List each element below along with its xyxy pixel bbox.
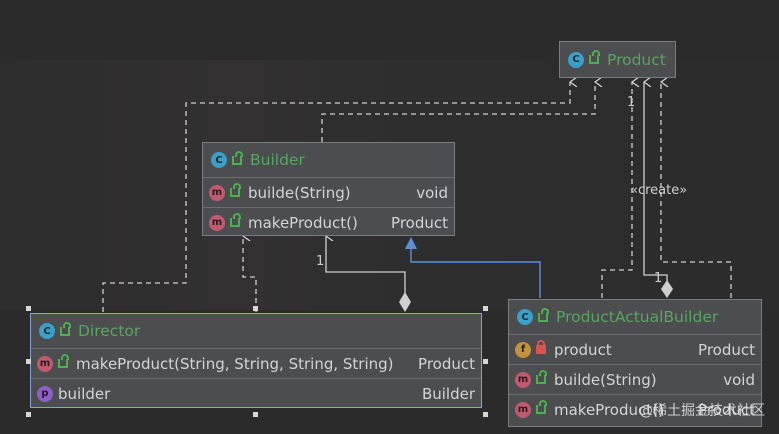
- method-row[interactable]: m makeProduct() Product: [509, 394, 761, 424]
- watermark: @稀土掘金技术社区: [639, 403, 765, 419]
- private-lock-icon: [536, 340, 546, 354]
- public-lock-icon: [60, 321, 71, 336]
- selection-handle[interactable]: [253, 412, 258, 417]
- method-icon: m: [209, 184, 225, 201]
- public-lock-icon: [536, 370, 547, 384]
- field-name: product: [554, 340, 612, 359]
- public-lock-icon: [230, 213, 241, 227]
- builder-product-dependency: [321, 82, 595, 142]
- selection-handle[interactable]: [26, 359, 31, 364]
- method-icon: m: [515, 371, 531, 388]
- director-builder-aggregation: [326, 236, 406, 298]
- builder-multiplicity-label: 1: [316, 254, 325, 269]
- selection-handle[interactable]: [26, 306, 31, 311]
- public-lock-icon: [589, 50, 600, 64]
- class-director[interactable]: C Director m makeProduct(String, String,…: [30, 313, 482, 408]
- class-icon: C: [568, 51, 584, 68]
- class-name: Builder: [250, 151, 305, 169]
- property-icon: p: [37, 385, 53, 402]
- class-name: Product: [607, 50, 666, 69]
- field-type: Product: [698, 340, 755, 359]
- class-product[interactable]: C Product: [559, 41, 676, 78]
- public-lock-icon: [536, 400, 547, 414]
- method-icon: m: [209, 214, 225, 231]
- method-row[interactable]: m builde(String) void: [203, 177, 454, 207]
- field-row[interactable]: f product Product: [509, 334, 761, 364]
- method-name: makeProduct(): [248, 213, 358, 232]
- method-icon: m: [37, 355, 53, 372]
- product-multiplicity-label: 1: [627, 95, 636, 110]
- class-icon: C: [517, 309, 533, 325]
- selection-handle[interactable]: [253, 306, 258, 311]
- method-type: void: [416, 183, 448, 202]
- pab-multiplicity-label: 1: [654, 271, 663, 286]
- aggregation-diamond: [399, 292, 411, 312]
- method-name: builde(String): [248, 183, 351, 202]
- property-name: builder: [58, 384, 111, 403]
- public-lock-icon: [230, 183, 241, 197]
- selection-handle[interactable]: [26, 412, 31, 417]
- class-name: Director: [78, 322, 141, 340]
- create-stereotype-label: «create»: [630, 183, 688, 198]
- method-name: makeProduct(String, String, String, Stri…: [76, 354, 394, 373]
- method-icon: m: [515, 401, 531, 418]
- director-product-dependency: [102, 82, 570, 312]
- selection-handle[interactable]: [483, 412, 488, 417]
- public-lock-icon: [58, 354, 69, 368]
- class-product-actual-builder[interactable]: C ProductActualBuilder f product Product…: [508, 299, 762, 427]
- realization-arrowhead: [405, 237, 417, 249]
- field-icon: f: [515, 341, 531, 358]
- public-lock-icon: [232, 150, 243, 165]
- method-type: Product: [391, 213, 448, 232]
- pab-product-dependency: [661, 82, 732, 298]
- class-icon: C: [39, 323, 55, 339]
- method-name: builde(String): [554, 370, 657, 389]
- pab-builder-realization: [410, 248, 541, 298]
- property-row[interactable]: p builder Builder: [31, 378, 481, 408]
- method-type: void: [723, 370, 755, 389]
- method-type: Product: [418, 354, 475, 373]
- class-name: ProductActualBuilder: [556, 308, 719, 326]
- class-builder[interactable]: C Builder m builde(String) void m makePr…: [202, 142, 455, 236]
- selection-handle[interactable]: [483, 359, 488, 364]
- director-builder-dependency: [243, 236, 257, 312]
- pab-product-composition: [644, 82, 668, 282]
- method-row[interactable]: m makeProduct() Product: [203, 207, 454, 237]
- method-type: Product: [698, 400, 755, 419]
- class-icon: C: [211, 152, 227, 168]
- property-type: Builder: [421, 384, 475, 403]
- pab-product-create: [601, 82, 632, 298]
- method-row[interactable]: m builde(String) void: [509, 364, 761, 394]
- composition-diamond: [661, 280, 673, 298]
- method-name: makeProduct(): [554, 400, 664, 419]
- selection-handle[interactable]: [483, 306, 488, 311]
- method-row[interactable]: m makeProduct(String, String, String, St…: [31, 348, 481, 378]
- public-lock-icon: [538, 307, 549, 322]
